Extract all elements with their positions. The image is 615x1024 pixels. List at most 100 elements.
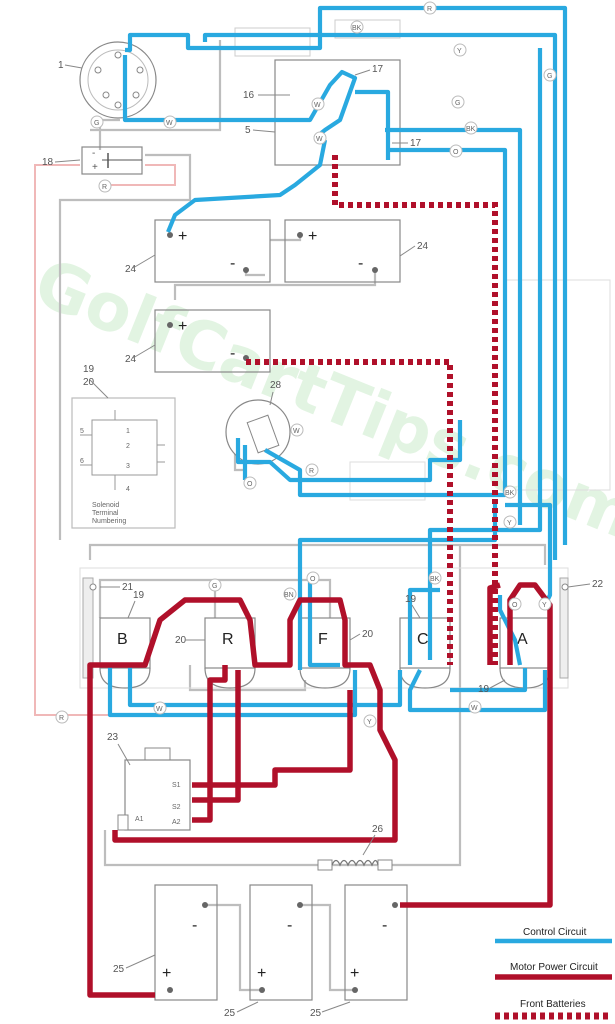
svg-text:1: 1: [58, 60, 64, 71]
svg-text:22: 22: [592, 579, 604, 590]
solenoid-r-label: R: [222, 631, 234, 648]
svg-text:G: G: [212, 583, 217, 590]
top-wire-box: [234, 27, 311, 57]
svg-text:W: W: [471, 705, 478, 712]
gray-wires: [58, 40, 547, 992]
svg-text:-: -: [230, 255, 235, 272]
svg-text:19: 19: [133, 590, 145, 601]
svg-text:5: 5: [80, 428, 84, 435]
svg-text:19: 19: [83, 364, 95, 375]
svg-text:24: 24: [125, 264, 137, 275]
svg-text:19: 19: [478, 684, 490, 695]
svg-text:W: W: [316, 136, 323, 143]
svg-text:+: +: [308, 228, 317, 245]
legend-front-label: Front Batteries: [520, 999, 586, 1010]
front-battery-1: [154, 219, 271, 283]
key-switch: [79, 41, 157, 119]
svg-text:A2: A2: [172, 819, 181, 826]
svg-text:S2: S2: [172, 804, 181, 811]
svg-text:28: 28: [270, 380, 282, 391]
svg-text:18: 18: [42, 157, 54, 168]
svg-text:19: 19: [405, 594, 417, 605]
solenoid-b-label: B: [117, 631, 128, 648]
svg-text:O: O: [247, 481, 253, 488]
front-battery-2: [284, 219, 401, 283]
svg-text:26: 26: [372, 824, 384, 835]
svg-text:+: +: [257, 965, 266, 982]
wire-color-markers: R R R BK Y G G W G BK O W W W R O BK Y G…: [55, 1, 557, 728]
svg-text:2: 2: [126, 443, 130, 450]
svg-text:1: 1: [126, 428, 130, 435]
svg-text:G: G: [547, 73, 552, 80]
rear-battery-3: [344, 884, 408, 1001]
svg-text:17: 17: [372, 64, 384, 75]
svg-text:4: 4: [126, 486, 130, 493]
svg-text:W: W: [293, 428, 300, 435]
svg-text:BK: BK: [430, 576, 440, 583]
solenoid-c-label: C: [417, 631, 429, 648]
svg-text:Y: Y: [367, 719, 372, 726]
svg-text:BK: BK: [505, 490, 515, 497]
svg-text:W: W: [166, 120, 173, 127]
motor: S1 S2 A2 A1: [117, 747, 191, 831]
solenoid-note-line1: Solenoid: [92, 502, 119, 509]
svg-text:R: R: [427, 6, 432, 13]
svg-text:-: -: [358, 255, 363, 272]
svg-text:25: 25: [224, 1008, 236, 1019]
svg-text:G: G: [455, 100, 460, 107]
svg-text:23: 23: [107, 732, 119, 743]
solenoid-note-line3: Numbering: [92, 518, 126, 525]
svg-text:BN: BN: [284, 592, 294, 599]
svg-text:A1: A1: [135, 816, 144, 823]
svg-text:20: 20: [83, 377, 95, 388]
svg-text:-: -: [192, 917, 197, 934]
svg-text:-: -: [92, 148, 95, 159]
svg-text:BK: BK: [466, 126, 476, 133]
top-right-wire-box: [334, 19, 401, 39]
solenoid-note-line2: Terminal: [92, 510, 119, 517]
svg-text:24: 24: [125, 354, 137, 365]
coil-26: [317, 859, 393, 871]
solenoid-a-label: A: [517, 631, 528, 648]
svg-text:Y: Y: [457, 48, 462, 55]
svg-text:+: +: [92, 162, 98, 173]
control-circuit-wires: [107, 5, 568, 718]
svg-text:5: 5: [245, 125, 251, 136]
svg-text:W: W: [314, 102, 321, 109]
legend: Control Circuit Motor Power Circuit Fron…: [495, 927, 612, 1020]
svg-text:R: R: [102, 184, 107, 191]
svg-text:20: 20: [362, 629, 374, 640]
pink-r-wire-top: [110, 164, 176, 186]
svg-text:-: -: [287, 917, 292, 934]
svg-text:16: 16: [243, 90, 255, 101]
solenoid-numbering-box: [71, 397, 176, 529]
svg-text:R: R: [309, 468, 314, 475]
svg-text:O: O: [310, 576, 316, 583]
pink-r-wire: [34, 164, 120, 716]
svg-text:+: +: [178, 228, 187, 245]
switch-28: [225, 399, 291, 465]
rear-battery-2: [249, 884, 313, 1001]
svg-text:+: +: [162, 965, 171, 982]
svg-text:S1: S1: [172, 782, 181, 789]
svg-text:-: -: [230, 345, 235, 362]
legend-control-label: Control Circuit: [523, 927, 587, 938]
svg-text:G: G: [94, 120, 99, 127]
svg-text:25: 25: [310, 1008, 322, 1019]
svg-text:20: 20: [175, 635, 187, 646]
svg-text:24: 24: [417, 241, 429, 252]
front-battery-3: [154, 309, 271, 373]
svg-text:O: O: [512, 602, 518, 609]
svg-text:+: +: [350, 965, 359, 982]
rear-battery-1: [154, 884, 218, 1001]
svg-text:BK: BK: [352, 25, 362, 32]
front-battery-wires: [246, 155, 498, 665]
svg-text:Y: Y: [542, 602, 547, 609]
svg-text:R: R: [59, 715, 64, 722]
svg-text:Y: Y: [507, 520, 512, 527]
svg-text:W: W: [156, 706, 163, 713]
part-labels: 1 18 16 17 17 5 24 24 24 19 20 28 21 22 …: [42, 60, 604, 1019]
svg-text:25: 25: [113, 964, 125, 975]
svg-text:O: O: [453, 149, 459, 156]
